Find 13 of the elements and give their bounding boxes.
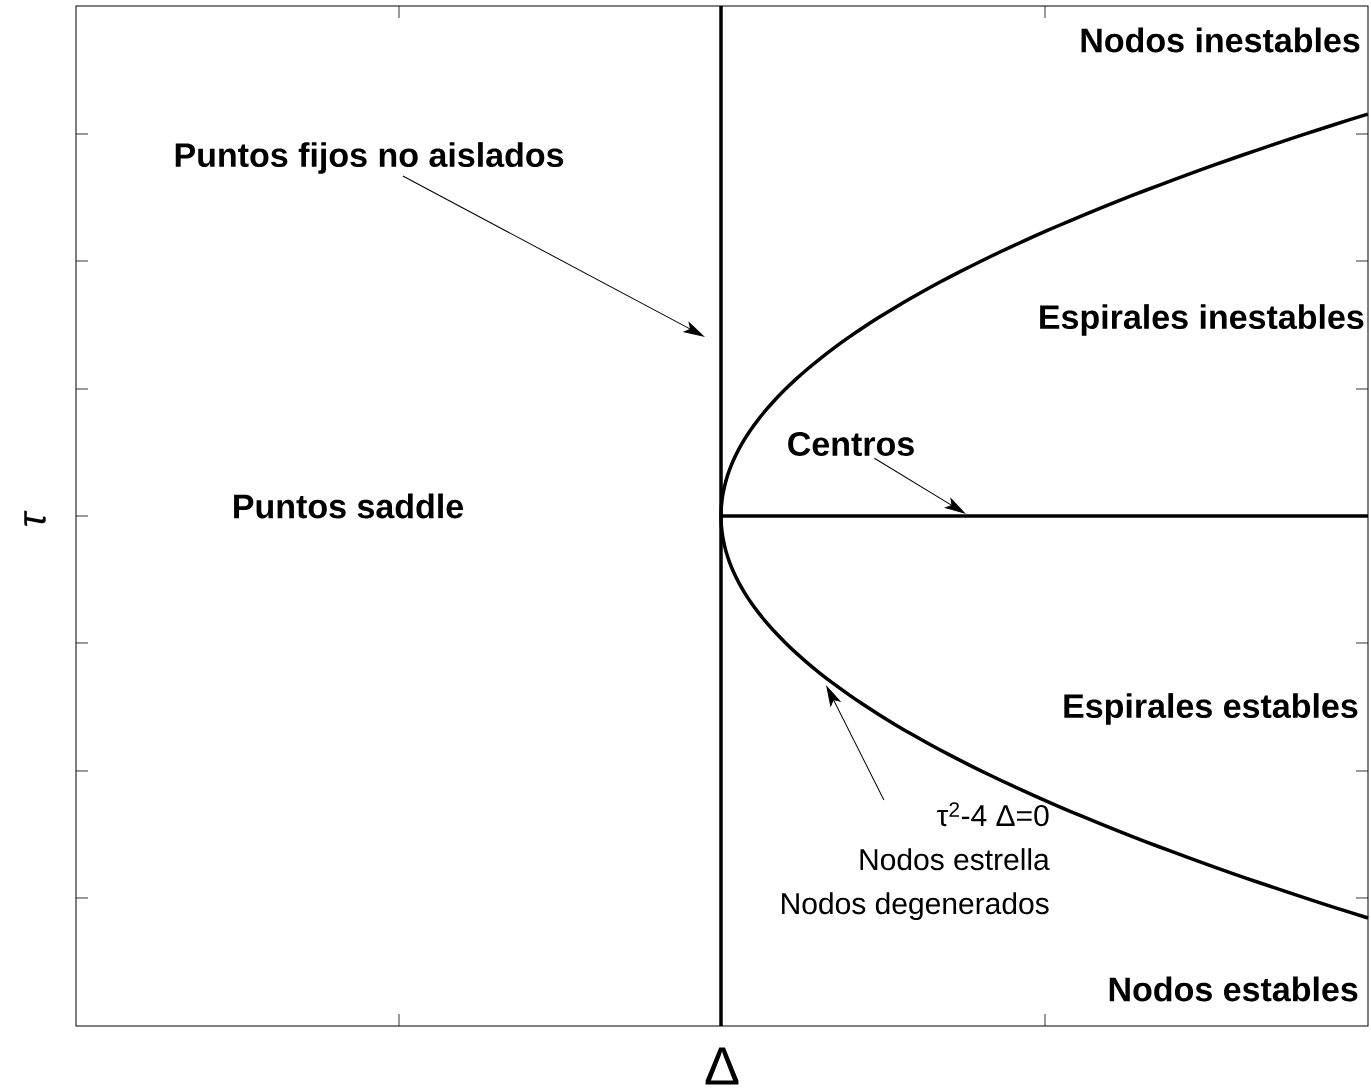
axis-label: Δ: [705, 1047, 739, 1085]
annotation-label: Puntos fijos no aislados: [175, 142, 564, 174]
region-label: Puntos saddle: [234, 493, 464, 519]
leader-arrow: [402, 175, 704, 337]
region-label: Espirales estables: [1064, 693, 1358, 725]
annotation-label: τ$^{2}$-4 Δ=0 Nodos estrella Nodos degenerados: [782, 802, 1050, 921]
axis-label: τ: [24, 510, 46, 526]
region-label: Nodos estables: [1109, 976, 1358, 1002]
leader-arrow: [826, 686, 885, 801]
leader-arrow: [873, 457, 965, 514]
annotation-label: Centros: [788, 431, 914, 456]
region-label: Espirales inestables: [1040, 304, 1364, 336]
region-label: Nodos inestables: [1081, 27, 1360, 53]
